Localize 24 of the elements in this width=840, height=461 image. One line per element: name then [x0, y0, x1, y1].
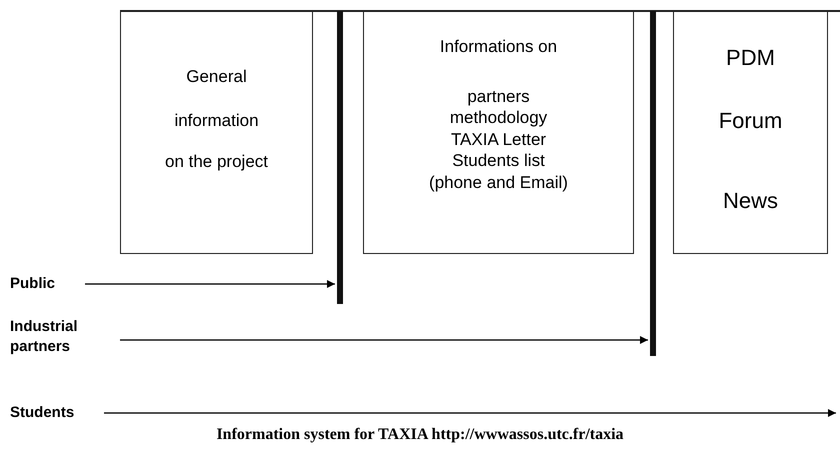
access-barrier-bar: [650, 11, 656, 356]
box-text: TAXIA Letter: [450, 130, 546, 150]
box-text: General: [186, 67, 247, 87]
caption: Information system for TAXIA http://wwwassos.utc.fr/taxia: [215, 426, 625, 444]
access-barrier-bar: [337, 11, 343, 304]
box-text: partners: [467, 86, 530, 106]
content-box: [673, 11, 828, 254]
box-text: Informations on: [440, 37, 558, 57]
arrow: [85, 280, 335, 288]
content-box: [120, 11, 313, 254]
box-text: information: [174, 110, 259, 130]
arrow: [120, 336, 648, 344]
user-group-label: Industrial partners: [10, 317, 100, 356]
box-text: Forum: [718, 108, 782, 134]
user-group-label: Students: [10, 403, 74, 422]
box-text: methodology: [450, 108, 548, 128]
box-text: PDM: [726, 45, 775, 70]
user-group-label: Public: [10, 274, 56, 294]
content-box: [363, 11, 634, 254]
arrow: [104, 409, 836, 417]
box-text: Students list: [452, 151, 545, 171]
box-text: on the project: [164, 152, 268, 172]
box-text: (phone and Email): [429, 172, 568, 192]
box-text: News: [722, 188, 778, 213]
